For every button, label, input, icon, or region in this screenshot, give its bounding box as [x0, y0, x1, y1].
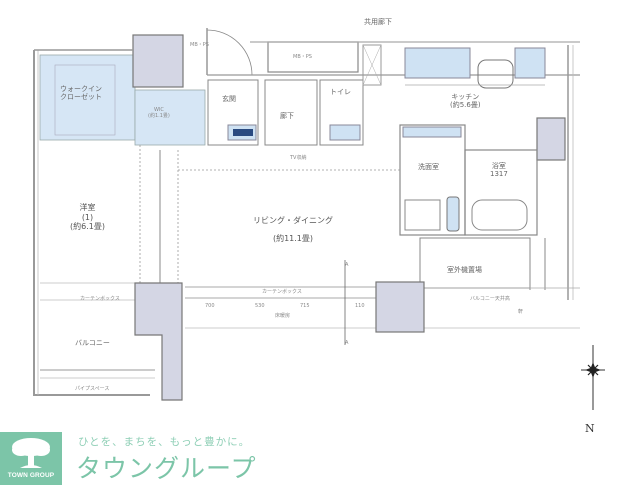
- mb-ps-label-2: MB・PS: [293, 54, 312, 60]
- wic-area: [134, 89, 206, 146]
- walk-in-closet-label: ウォークイン クローゼット: [60, 85, 102, 102]
- balcony-label: バルコニー: [75, 339, 110, 347]
- pipe-space-label: パイプスペース: [75, 386, 110, 392]
- dimension-1: 700: [205, 303, 215, 309]
- tagline: ひとを、まちを、もっと豊かに。: [78, 436, 251, 448]
- column-top: [132, 34, 184, 88]
- column-bottom-left: [134, 282, 183, 401]
- logo-caption: TOWN GROUP: [7, 472, 55, 479]
- bathroom-label: 浴室 1317: [490, 162, 508, 179]
- floor-heating-label: 床暖房: [275, 313, 291, 319]
- bathroom-name: 浴室: [491, 162, 506, 170]
- slab-level-label: バルコニー天井高: [470, 296, 510, 302]
- western-room-label: 洋室 (1) (約6.1畳): [70, 203, 105, 232]
- walk-in-closet-name2: クローゼット: [60, 93, 102, 102]
- toilet-label: トイレ: [330, 88, 351, 96]
- entrance-label: 玄関: [222, 95, 236, 103]
- section-mark-top: A: [345, 262, 349, 268]
- column-right: [536, 117, 566, 161]
- common-corridor-label: 共用廊下: [364, 18, 392, 26]
- curtain-box-label-2: カーテンボックス: [262, 289, 302, 295]
- eaves-label: 軒: [518, 309, 524, 315]
- kitchen-label: キッチン (約5.6畳): [450, 93, 481, 110]
- floor-plan-drawing: [33, 28, 605, 415]
- western-room-name: 洋室: [79, 203, 96, 212]
- western-room-number: (1): [81, 212, 94, 222]
- wic-name: WIC: [153, 107, 164, 113]
- outdoor-unit-label: 室外機置場: [447, 266, 482, 274]
- western-room-size: (約6.1畳): [70, 222, 105, 232]
- washroom-label: 洗面室: [418, 163, 439, 171]
- dimension-2: 530: [255, 303, 265, 309]
- walk-in-closet-area: [39, 54, 136, 141]
- tree-icon: [12, 438, 50, 468]
- column-bottom-right: [375, 281, 425, 333]
- brand-name: タウングループ: [76, 454, 257, 483]
- kitchen-name: キッチン: [451, 93, 480, 101]
- mb-ps-label: MB・PS: [190, 42, 209, 48]
- kitchen-size: (約5.6畳): [450, 101, 481, 110]
- living-dining-size: (約11.1畳): [272, 233, 314, 243]
- bathroom-size: 1317: [490, 170, 508, 179]
- dimension-3: 715: [300, 303, 310, 309]
- compass-icon: [581, 345, 605, 415]
- town-group-logo: TOWN GROUP: [0, 432, 62, 485]
- walk-in-closet-name: ウォークイン: [60, 85, 102, 93]
- living-dining-label: リビング・ダイニング (約11.1畳): [253, 216, 333, 243]
- curtain-box-label: カーテンボックス: [80, 296, 120, 302]
- corridor-label: 廊下: [280, 112, 294, 120]
- dimension-4: 110: [355, 303, 365, 309]
- section-mark-bottom: A: [345, 340, 349, 346]
- living-dining-name: リビング・ダイニング: [253, 216, 333, 225]
- north-label: N: [585, 422, 595, 435]
- tv-storage-label: TV収納: [290, 155, 307, 161]
- wic-label: WIC (約1.1畳): [148, 107, 170, 119]
- wic-size: (約1.1畳): [148, 113, 170, 119]
- floor-plan: 共用廊下 ウォークイン クローゼット WIC (約1.1畳) MB・PS MB・…: [33, 18, 605, 415]
